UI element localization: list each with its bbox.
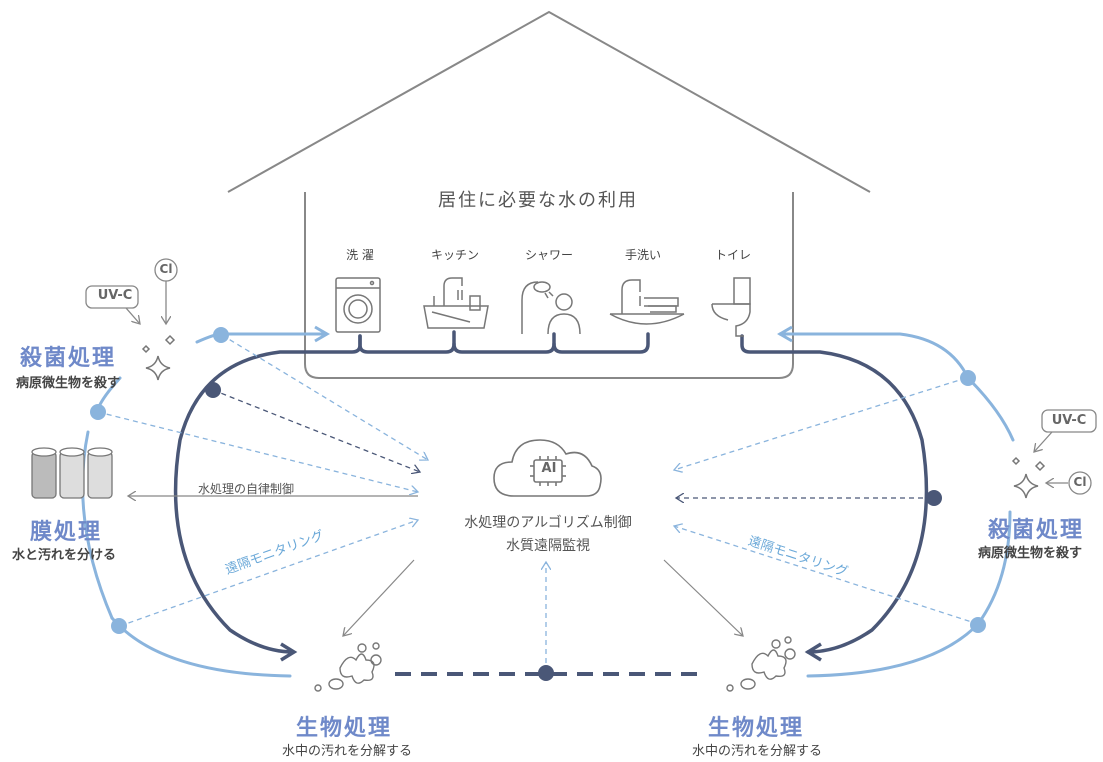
sterilize-sub-right: 病原微生物を殺す bbox=[978, 546, 1083, 561]
arrow-to-bio-right bbox=[804, 642, 822, 662]
hand-wash-icon bbox=[609, 279, 685, 325]
left-outer-loop bbox=[81, 332, 328, 678]
right-remote-lines bbox=[546, 377, 979, 672]
control-arrows bbox=[128, 496, 743, 636]
bio-sub-left: 水中の汚れを分解する bbox=[282, 744, 413, 759]
sparkle-icon-right bbox=[1011, 456, 1046, 499]
cl-label-left: Cl bbox=[159, 262, 173, 276]
appliance-label-kitchen: キッチン bbox=[430, 248, 479, 262]
house-drain-lines bbox=[358, 330, 929, 654]
microbe-icon-left bbox=[314, 642, 382, 692]
ai-label: AI bbox=[541, 461, 557, 476]
uvc-label-left: UV-C bbox=[97, 288, 133, 303]
microbe-icon-right bbox=[726, 636, 796, 692]
appliance-label-laundry: 洗 濯 bbox=[346, 248, 374, 262]
uvc-callout-right bbox=[1034, 409, 1097, 495]
auto-control-label: 水処理の自律制御 bbox=[198, 482, 295, 496]
shower-icon bbox=[521, 281, 581, 335]
right-outer-loop bbox=[778, 332, 1015, 678]
left-inner-loop bbox=[173, 334, 362, 654]
left-navy-dash bbox=[212, 389, 420, 472]
sparkle-icon-left bbox=[141, 334, 176, 381]
sterilize-sub-left: 病原微生物を殺す bbox=[16, 376, 121, 391]
left-remote-lines bbox=[97, 334, 428, 627]
appliance-label-handwash: 手洗い bbox=[624, 248, 661, 262]
membrane-title: 膜処理 bbox=[30, 520, 103, 545]
washing-machine-icon bbox=[335, 277, 381, 333]
appliance-label-shower: シャワー bbox=[524, 248, 573, 262]
center-line-2: 水質遠隔監視 bbox=[506, 538, 590, 554]
bio-title-left: 生物処理 bbox=[296, 716, 393, 741]
sterilize-title-left: 殺菌処理 bbox=[20, 346, 117, 371]
bio-sub-right: 水中の汚れを分解する bbox=[692, 744, 823, 759]
membrane-sub: 水と汚れを分ける bbox=[12, 548, 117, 563]
cl-label-right: Cl bbox=[1073, 475, 1087, 489]
membrane-filter-icon bbox=[31, 447, 113, 499]
nodes bbox=[90, 327, 986, 681]
arrow-to-house-right bbox=[777, 325, 793, 343]
uvc-callout-left bbox=[85, 258, 178, 324]
arrow-to-bio-left bbox=[280, 642, 298, 662]
toilet-icon bbox=[711, 277, 751, 337]
house-title: 居住に必要な水の利用 bbox=[438, 190, 638, 211]
kitchen-sink-icon bbox=[423, 277, 489, 329]
sterilize-title-right: 殺菌処理 bbox=[988, 518, 1085, 543]
arrow-to-house-left bbox=[314, 325, 330, 343]
bio-title-right: 生物処理 bbox=[708, 716, 805, 741]
ai-cloud-icon bbox=[493, 439, 602, 497]
uvc-label-right: UV-C bbox=[1051, 413, 1087, 428]
center-line-1: 水処理のアルゴリズム制御 bbox=[464, 515, 632, 531]
appliance-label-toilet: トイレ bbox=[714, 248, 751, 262]
house-outline bbox=[227, 10, 871, 379]
